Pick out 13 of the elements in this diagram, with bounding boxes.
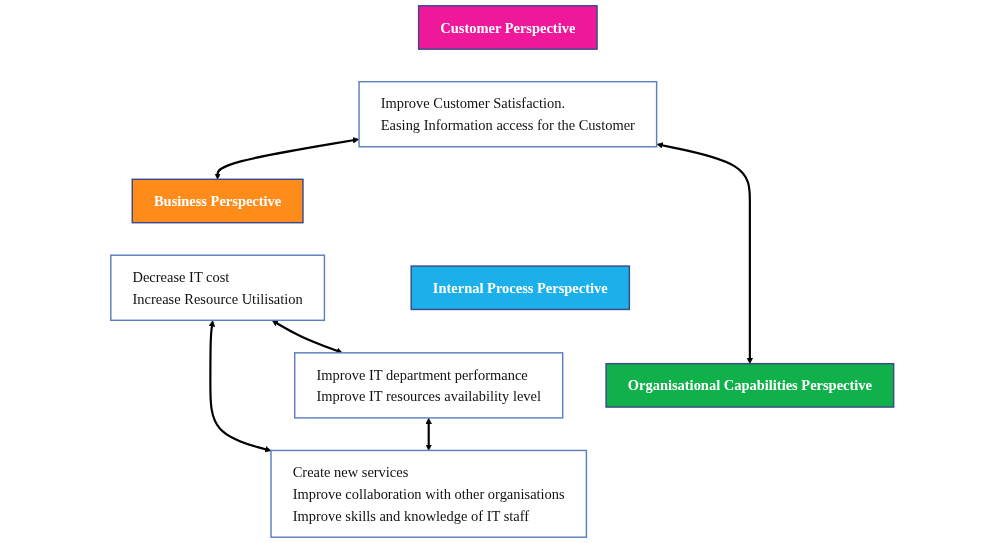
- arrow: [214, 137, 360, 180]
- arrow: [425, 417, 433, 451]
- node-box: Create new services Improve collaboration with other organisations Improve skills and knowledge of IT staff: [270, 449, 588, 538]
- arrow: [272, 320, 343, 354]
- node-box: Internal Process Perspective: [410, 265, 631, 311]
- arrow: [209, 320, 272, 453]
- node-box: Customer Perspective: [418, 5, 599, 50]
- node-box: Organisational Capabilities Perspective: [605, 362, 895, 408]
- arrow: [656, 142, 754, 364]
- node-box: Improve Customer Satisfaction. Easing Information access for the Customer: [358, 80, 658, 148]
- node-box: Business Perspective: [131, 178, 304, 224]
- node-box: Improve IT department performance Improve IT resources availability level: [294, 352, 564, 419]
- node-box: Decrease IT cost Increase Resource Utilisation: [110, 254, 326, 322]
